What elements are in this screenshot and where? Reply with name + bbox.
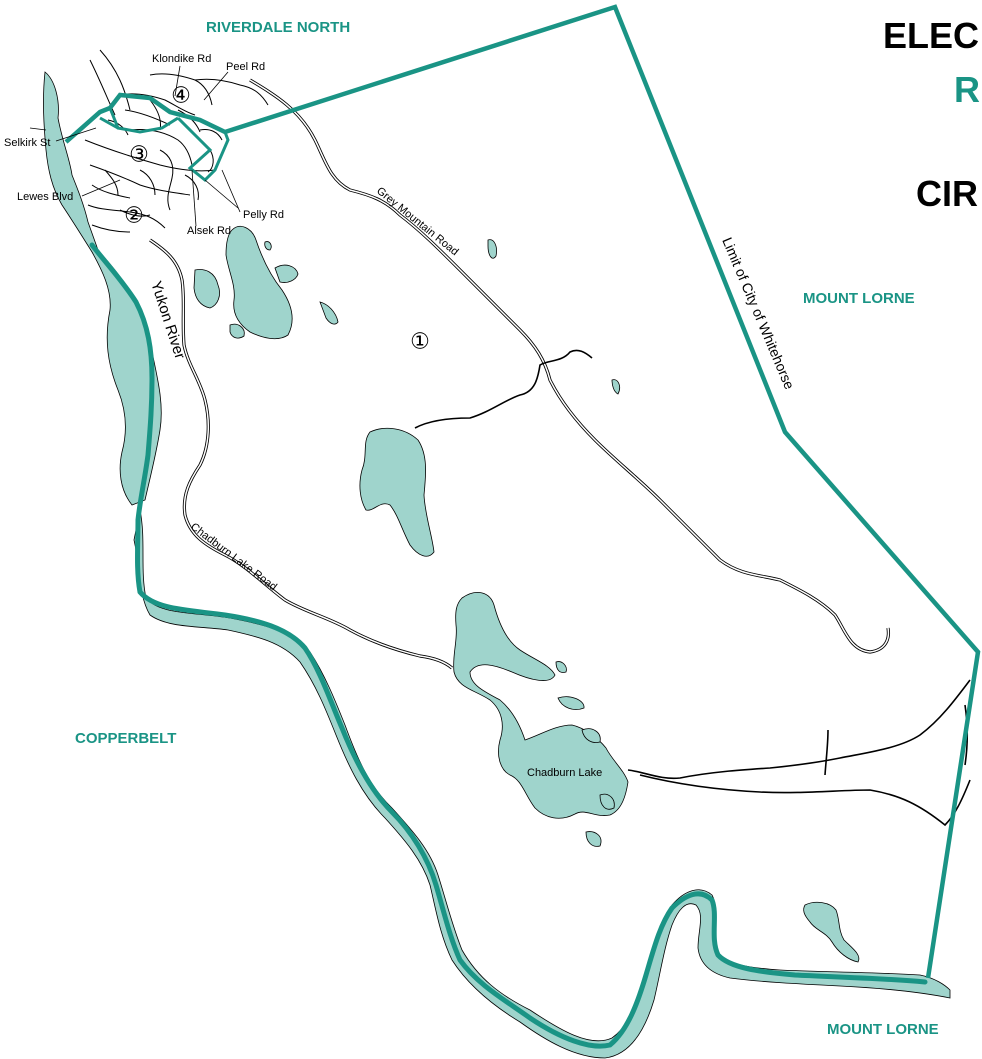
- poll-3: ③: [129, 143, 149, 168]
- label-pelly-rd: Pelly Rd: [243, 209, 284, 221]
- lake-8: [611, 379, 620, 395]
- water-bodies: [43, 71, 951, 1059]
- lake-east: [803, 901, 860, 963]
- region-mount-lorne-east: MOUNT LORNE: [803, 290, 915, 307]
- label-selkirk-st: Selkirk St: [4, 137, 50, 149]
- lake-small-c: [581, 728, 601, 743]
- lake-5: [319, 301, 339, 325]
- label-alsek-rd: Alsek Rd: [187, 225, 231, 237]
- lake-big-middle: [359, 427, 435, 557]
- title-line-3: CIR: [916, 173, 978, 214]
- river-water-northwest: [43, 71, 162, 506]
- grey-mountain-road: [249, 78, 891, 654]
- inner-boundaries: [99, 107, 230, 183]
- poll-numbers: ① ② ③ ④: [124, 84, 430, 355]
- district-boundary: [64, 4, 981, 979]
- trail-east-2: [639, 774, 971, 827]
- label-chadburn-lake: Chadburn Lake: [527, 767, 602, 779]
- trail-middle: [414, 349, 593, 429]
- title-line-1: ELEC: [883, 15, 979, 56]
- lake-small-d: [599, 793, 615, 810]
- lake-small-a: [555, 661, 567, 673]
- label-chadburn-lake-road: Chadburn Lake Road: [188, 521, 279, 594]
- lake-7: [487, 239, 497, 259]
- title-line-2: R: [954, 69, 980, 110]
- trail-east-3: [824, 729, 829, 776]
- roads: [149, 78, 971, 827]
- lake-2: [193, 269, 220, 309]
- label-grey-mountain-road: Grey Mountain Road: [374, 185, 460, 258]
- label-lewes-blvd: Lewes Blvd: [17, 191, 73, 203]
- region-labels: RIVERDALE NORTH MOUNT LORNE COPPERBELT M…: [75, 19, 939, 1038]
- street-grid: [84, 49, 269, 233]
- lake-small-b: [557, 696, 585, 710]
- river-water-south: [133, 509, 951, 1059]
- lake-chadburn: [453, 591, 629, 819]
- lake-1: [225, 226, 293, 340]
- region-mount-lorne-south: MOUNT LORNE: [827, 1021, 939, 1038]
- lake-6: [264, 241, 272, 251]
- trail-east-1: [627, 679, 971, 780]
- street-labels: Klondike Rd Peel Rd Selkirk St Lewes Blv…: [4, 53, 284, 237]
- poll-1: ①: [410, 330, 430, 355]
- poll-4: ④: [171, 84, 191, 109]
- yukon-river-core: [89, 242, 928, 1049]
- label-peel-rd: Peel Rd: [226, 61, 265, 73]
- lake-4: [229, 323, 245, 339]
- map-title: ELEC R CIR: [883, 15, 980, 214]
- leader-lines: [29, 65, 241, 227]
- lake-3: [274, 264, 299, 283]
- lake-small-e: [585, 831, 602, 847]
- label-klondike-rd: Klondike Rd: [152, 53, 211, 65]
- region-riverdale-north: RIVERDALE NORTH: [206, 19, 350, 36]
- poll-2: ②: [124, 204, 144, 229]
- region-copperbelt: COPPERBELT: [75, 730, 176, 747]
